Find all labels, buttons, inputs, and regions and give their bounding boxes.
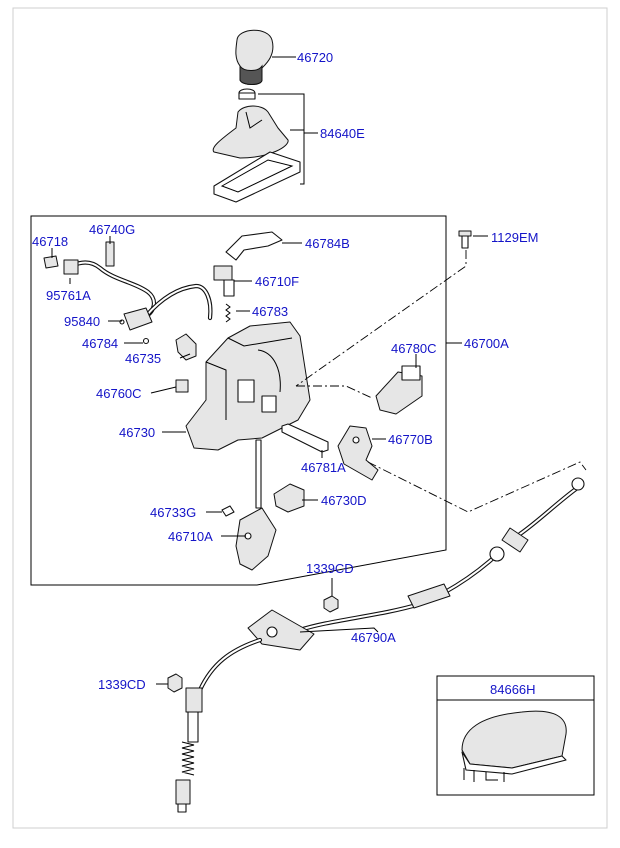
label-1339CD-bottom[interactable]: 1339CD	[98, 677, 146, 692]
label-46735[interactable]: 46735	[125, 351, 161, 366]
shift-cable-46790A	[175, 477, 585, 813]
label-46730[interactable]: 46730	[119, 425, 155, 440]
shift-lever-46710A	[235, 439, 277, 571]
label-46710A[interactable]: 46710A	[168, 529, 213, 544]
boot-ring	[238, 88, 256, 100]
cover-46784B	[225, 231, 283, 261]
label-46780C[interactable]: 46780C	[391, 341, 437, 356]
label-46710F[interactable]: 46710F	[255, 274, 299, 289]
clip-46718	[43, 255, 59, 269]
page-frame	[12, 7, 608, 829]
shifter-assembly-box	[30, 215, 447, 586]
label-46784[interactable]: 46784	[82, 336, 118, 351]
lever-46770B	[337, 425, 379, 481]
switch-46710F	[213, 265, 235, 297]
shift-knob	[235, 29, 274, 85]
label-46730D[interactable]: 46730D	[321, 493, 367, 508]
nut-1339CD-bottom	[167, 673, 183, 693]
leader-lines	[51, 56, 488, 685]
pin-46784	[142, 337, 150, 345]
pin-46733G	[221, 505, 235, 517]
armrest-84666H	[461, 710, 567, 782]
shifter-housing	[185, 321, 311, 451]
label-46790A[interactable]: 46790A	[351, 630, 396, 645]
label-46784B[interactable]: 46784B	[305, 236, 350, 251]
boot-bezel	[213, 151, 301, 203]
clip-46740G	[105, 241, 115, 267]
label-84640E[interactable]: 84640E	[320, 126, 365, 141]
wiring-harness	[63, 259, 213, 321]
module-46780C	[375, 365, 423, 415]
rod-46781A	[281, 423, 329, 453]
label-46770B[interactable]: 46770B	[388, 432, 433, 447]
inset-box	[436, 675, 595, 796]
bolt-1129EM	[458, 230, 472, 249]
label-46783[interactable]: 46783	[252, 304, 288, 319]
label-95761A[interactable]: 95761A	[46, 288, 91, 303]
dash-dot-lines	[295, 250, 587, 513]
label-46720[interactable]: 46720	[297, 50, 333, 65]
label-46700A[interactable]: 46700A	[464, 336, 509, 351]
label-1129EM[interactable]: 1129EM	[491, 230, 538, 245]
label-46760C[interactable]: 46760C	[96, 386, 142, 401]
module-95840	[119, 307, 153, 331]
label-46733G[interactable]: 46733G	[150, 505, 196, 520]
nut-1339CD-top	[323, 595, 339, 613]
shift-boot	[212, 105, 289, 159]
label-1339CD-top[interactable]: 1339CD	[306, 561, 354, 576]
label-95840[interactable]: 95840	[64, 314, 100, 329]
label-46740G[interactable]: 46740G	[89, 222, 135, 237]
part-labels: 46720 84640E 46718 46740G 46784B 1129EM …	[32, 50, 538, 697]
label-46781A[interactable]: 46781A	[301, 460, 346, 475]
bracket-46735	[175, 333, 197, 361]
spring-46783	[225, 303, 231, 323]
part-46760C	[175, 379, 189, 393]
part-46730D	[273, 483, 305, 513]
label-46718[interactable]: 46718	[32, 234, 68, 249]
label-84666H[interactable]: 84666H	[490, 682, 536, 697]
